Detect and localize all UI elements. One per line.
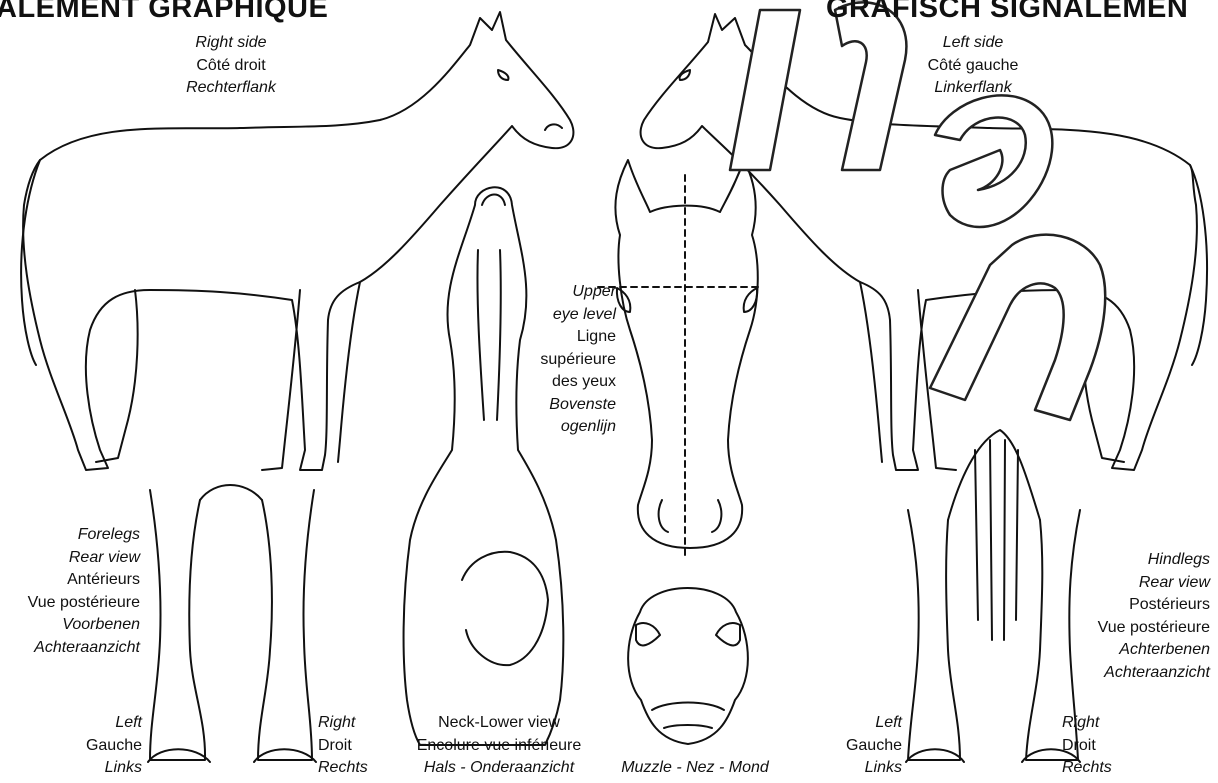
label-muzzle: Muzzle - Nez - Mond <box>590 757 800 780</box>
label-neck-nl: Hals - Onderaanzicht <box>393 757 605 780</box>
label-neck-en: Neck-Lower view <box>393 712 605 735</box>
title-dutch: GRAFISCH SIGNALEMEN <box>826 0 1188 25</box>
label-fore-left: Left Gauche Links <box>60 712 142 780</box>
label-hind-right-fr: Droit <box>1062 735 1142 758</box>
neck-lower-view <box>404 187 564 745</box>
label-hindlegs-en-2: Rear view <box>1058 572 1210 595</box>
label-fore-left-en: Left <box>60 712 142 735</box>
label-hindlegs-nl-1: Achterbenen <box>1058 639 1210 662</box>
label-left-side: Left side Côté gauche Linkerflank <box>898 32 1048 100</box>
label-hind-right-en: Right <box>1062 712 1142 735</box>
label-right-side: Right side Côté droit Rechterflank <box>156 32 306 100</box>
label-neck: Neck-Lower view Encolure vue inférieure … <box>393 712 605 780</box>
label-forelegs-en-1: Forelegs <box>0 524 140 547</box>
label-hind-right-nl: Rechts <box>1062 757 1142 780</box>
label-forelegs-en-2: Rear view <box>0 547 140 570</box>
label-eye-level-nl-2: ogenlijn <box>498 416 616 439</box>
label-forelegs-fr-2: Vue postérieure <box>0 592 140 615</box>
label-eye-level-fr-3: des yeux <box>498 371 616 394</box>
label-eye-level-fr-2: supérieure <box>498 349 616 372</box>
label-left-side-fr: Côté gauche <box>898 55 1048 78</box>
label-right-side-nl: Rechterflank <box>156 77 306 100</box>
label-hind-right: Right Droit Rechts <box>1062 712 1142 780</box>
label-left-side-en: Left side <box>898 32 1048 55</box>
label-hindlegs-en-1: Hindlegs <box>1058 549 1210 572</box>
forelegs-rear-view <box>148 485 316 762</box>
label-fore-right-nl: Rechts <box>318 757 398 780</box>
label-hindlegs-fr-1: Postérieurs <box>1058 594 1210 617</box>
label-fore-right-fr: Droit <box>318 735 398 758</box>
hindlegs-rear-view <box>906 430 1080 762</box>
muzzle-view <box>628 588 748 744</box>
label-eye-level-en-2: eye level <box>498 304 616 327</box>
label-left-side-nl: Linkerflank <box>898 77 1048 100</box>
label-forelegs: Forelegs Rear view Antérieurs Vue postér… <box>0 524 140 659</box>
label-eye-level: Upper eye level Ligne supérieure des yeu… <box>498 281 616 439</box>
label-forelegs-fr-1: Antérieurs <box>0 569 140 592</box>
label-hind-left: Left Gauche Links <box>820 712 902 780</box>
label-eye-level-nl-1: Bovenste <box>498 394 616 417</box>
label-forelegs-nl-1: Voorbenen <box>0 614 140 637</box>
label-fore-right: Right Droit Rechts <box>318 712 398 780</box>
label-fore-left-fr: Gauche <box>60 735 142 758</box>
title-french: ALEMENT GRAPHIQUE <box>0 0 328 25</box>
label-hindlegs-nl-2: Achteraanzicht <box>1058 662 1210 685</box>
label-hind-left-nl: Links <box>820 757 902 780</box>
label-hindlegs-fr-2: Vue postérieure <box>1058 617 1210 640</box>
label-right-side-fr: Côté droit <box>156 55 306 78</box>
label-forelegs-nl-2: Achteraanzicht <box>0 637 140 660</box>
label-fore-right-en: Right <box>318 712 398 735</box>
label-right-side-en: Right side <box>156 32 306 55</box>
label-fore-left-nl: Links <box>60 757 142 780</box>
label-neck-fr: Encolure vue inférieure <box>393 735 605 758</box>
label-hind-left-en: Left <box>820 712 902 735</box>
label-hind-left-fr: Gauche <box>820 735 902 758</box>
label-eye-level-en-1: Upper <box>498 281 616 304</box>
label-eye-level-fr-1: Ligne <box>498 326 616 349</box>
label-hindlegs: Hindlegs Rear view Postérieurs Vue posté… <box>1058 549 1210 684</box>
